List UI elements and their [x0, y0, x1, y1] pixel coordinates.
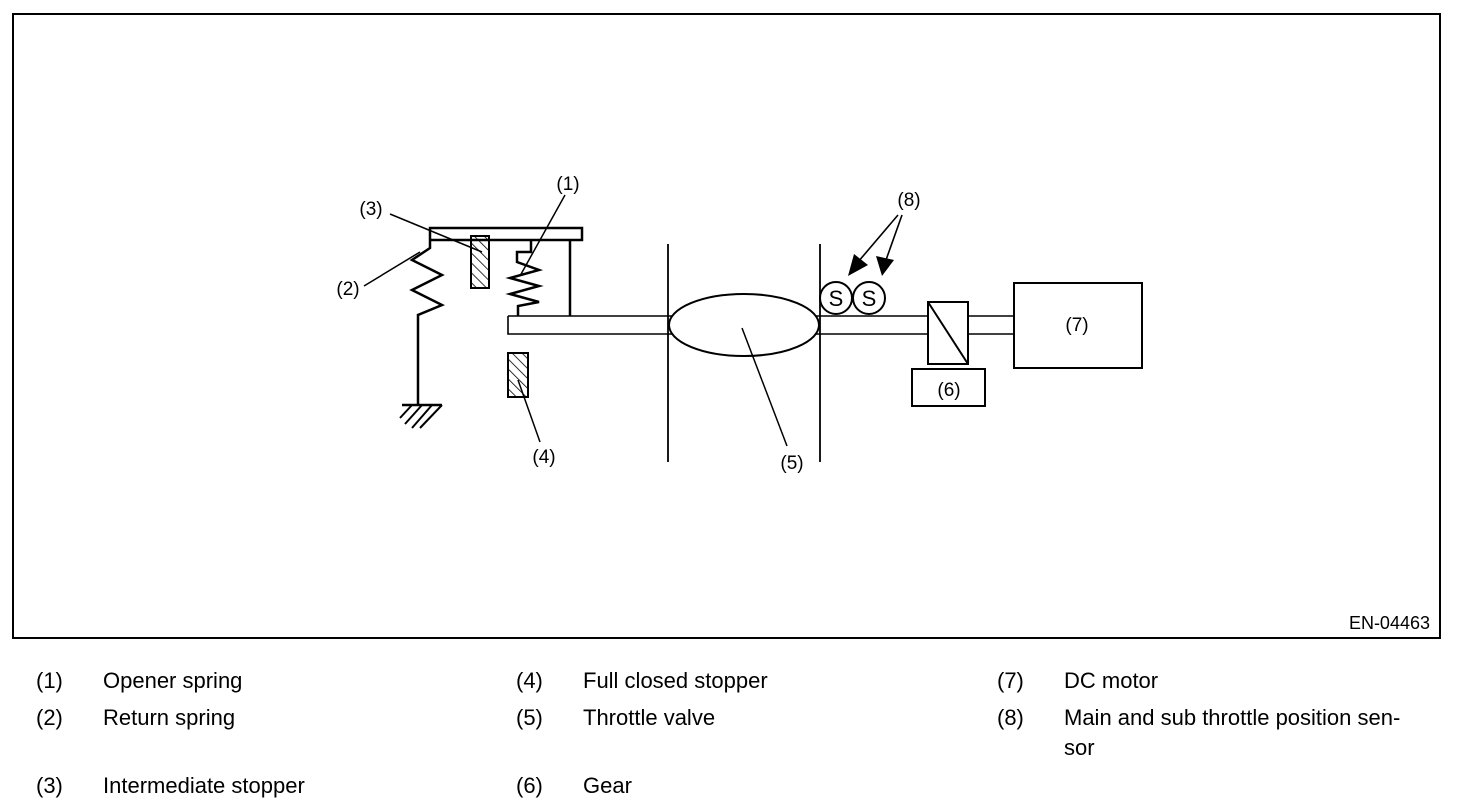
figure-id: EN-04463	[1349, 613, 1430, 633]
gear-box	[911, 368, 986, 407]
intermediate-stopper	[470, 235, 490, 289]
figure-frame	[12, 13, 1441, 639]
callout-1: (1)	[556, 174, 579, 195]
sensor-arrows	[848, 214, 903, 276]
full-closed-stopper	[507, 352, 529, 398]
sub-sensor	[852, 281, 886, 315]
dc-motor-box	[1013, 282, 1143, 369]
callout-4: (4)	[532, 447, 555, 468]
return-spring	[409, 240, 446, 405]
callout-6: (6)	[937, 380, 960, 401]
gear-coupling	[927, 301, 969, 365]
callout-3: (3)	[359, 199, 382, 220]
throttle-valve	[668, 293, 820, 357]
main-sensor-label: S	[829, 286, 844, 311]
opener-spring	[505, 240, 572, 316]
callout-8: (8)	[897, 190, 920, 211]
callout-5: (5)	[780, 453, 803, 474]
leader-lines	[363, 194, 788, 447]
position-sensors: S S	[819, 281, 886, 315]
lever-bar	[428, 226, 584, 242]
sub-sensor-label: S	[862, 286, 877, 311]
ground-symbol	[399, 403, 443, 429]
callout-2: (2)	[336, 279, 359, 300]
callout-7: (7)	[1065, 315, 1088, 336]
